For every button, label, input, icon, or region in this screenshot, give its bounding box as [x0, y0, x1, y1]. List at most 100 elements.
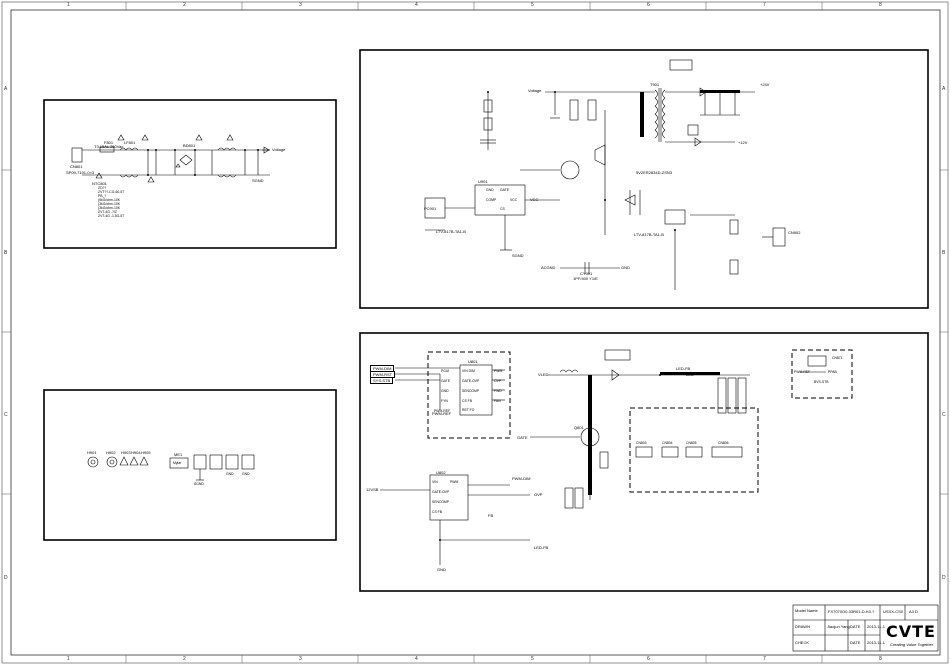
column-label: 6	[647, 656, 650, 662]
drawn-label: DRAWN	[795, 624, 810, 629]
connector-label: CN806	[718, 441, 729, 445]
column-label: 6	[647, 2, 650, 8]
ic-pin: PGUI	[441, 369, 450, 373]
ic-pin: GATE-OVP	[462, 379, 480, 383]
connector-pin: BVS-STB	[814, 380, 829, 384]
connector-label: CN871	[832, 356, 843, 360]
opto-label: PC901	[424, 206, 437, 211]
note-line: ZD??	[98, 186, 107, 190]
ic-pin: FYN	[441, 399, 448, 403]
note-line: (5kG/ohm-10K	[98, 198, 121, 202]
row-label: B	[942, 250, 946, 256]
gnd-net: GND	[437, 567, 446, 572]
column-label: 2	[183, 2, 186, 8]
ic-pin: GATE	[441, 379, 450, 383]
note-line: ZVT-4G -1.5G-5T	[98, 214, 125, 218]
ic-pin: VIN	[432, 480, 438, 484]
acgnd-net: ACGND	[541, 265, 556, 270]
voltage-net: Voltage	[272, 147, 286, 152]
ic-pin: PWM-REF	[434, 409, 451, 413]
ycap-value: 1PF/400 Y1/E	[573, 276, 598, 281]
gnd-net: GND	[226, 472, 234, 476]
note-line: ZVT-4G -?/Z	[98, 210, 117, 214]
row-label: D	[4, 575, 8, 581]
check-label: CHECK	[795, 640, 810, 645]
pwm-ref-net: PWM-REF	[432, 411, 452, 416]
model-name-label: Model Name	[795, 608, 818, 613]
mosfet-label: Q801	[574, 425, 584, 430]
column-label: 5	[531, 656, 534, 662]
connector-label: CN902	[788, 230, 801, 235]
fuse-label: F801	[104, 140, 114, 145]
out-24v-net: +24V	[760, 82, 770, 87]
ic-pin: FWD	[494, 389, 502, 393]
led-fb-net: LED-FB	[534, 545, 549, 550]
ic-label: U901	[478, 179, 488, 184]
sgnd-net: SGND	[512, 253, 524, 258]
ic-pin: GND	[441, 389, 449, 393]
hole-label: H901	[87, 450, 97, 455]
fuse-rating: T3.15AL 250Vac	[94, 144, 124, 149]
gnd-net: GND	[621, 265, 630, 270]
ic-pin: PWM	[450, 480, 459, 484]
row-label: B	[4, 250, 8, 256]
hole-label: H904	[131, 450, 141, 455]
connector-label: CN801	[70, 164, 83, 169]
ic-pin: CS	[500, 207, 505, 211]
model-code: USXX-CS0	[883, 609, 904, 614]
ic-pin: GATE	[500, 188, 509, 192]
model-name-value: FX7070O0-33R01-D-K0.?	[828, 609, 875, 614]
ic-pin: SENCOMP	[462, 389, 480, 393]
led-fb-net: LED-FB	[676, 366, 691, 371]
mark-sub: Mylar	[173, 461, 182, 465]
row-label: C	[4, 412, 8, 418]
opto-part: LTV-817B-TA1-B	[436, 229, 466, 234]
date-label: DATE	[850, 640, 861, 645]
ic-pin: SENCOMP	[432, 500, 450, 504]
note-line: PB_?	[98, 194, 107, 198]
voltage-net: Voltage	[528, 88, 542, 93]
column-label: 4	[415, 656, 418, 662]
ntc-label: NTC801	[92, 181, 107, 186]
connector-label: CN805	[686, 441, 697, 445]
ic-pin: OVP	[494, 379, 502, 383]
vcc-net: 12VSB	[366, 487, 379, 492]
column-label: 4	[415, 2, 418, 8]
row-label: A	[4, 86, 8, 92]
pwm-dim-net: PWM-DIM	[512, 476, 531, 481]
port-sys-stb: SYS-STB	[370, 377, 394, 384]
column-label: 7	[763, 2, 766, 8]
hole-label: H903	[121, 450, 131, 455]
note-line: ZVT??-CG-60-5T	[98, 190, 125, 194]
note-line: (3kG/ohm-10K	[98, 202, 121, 206]
fb-net: FB	[488, 513, 494, 518]
column-label: 3	[299, 2, 302, 8]
ic-pin: COMP	[486, 198, 497, 202]
page-size: A3 D	[909, 609, 918, 614]
row-label: C	[942, 412, 946, 418]
column-label: 1	[67, 2, 70, 8]
ic-pin: GND	[486, 188, 494, 192]
lf-label: LF801	[124, 140, 136, 145]
hole-label: H902	[106, 450, 116, 455]
opto2-part: LTV-817B-TA1-B	[634, 232, 664, 237]
vled-net: VLED	[538, 372, 549, 377]
gate-net: GATE	[517, 435, 528, 440]
ic-pin: CS FB	[432, 510, 442, 514]
transformer-label: T901	[650, 82, 660, 87]
row-label: A	[942, 86, 946, 92]
column-label: 8	[879, 656, 882, 662]
drawn-by: Jiaojun Yang	[827, 624, 850, 629]
connector-part: SP09-7101-0×3	[66, 170, 95, 175]
ycap-label: CY901	[580, 271, 593, 276]
connector-label: CN804	[662, 441, 673, 445]
led-plus-net: LED+	[686, 372, 697, 377]
ic-pin: FAN	[494, 399, 501, 403]
connector-pin: PWM-REF	[794, 370, 811, 374]
column-label: 5	[531, 2, 534, 8]
ic-label: U801	[468, 359, 478, 364]
hole-label: H905	[141, 450, 151, 455]
gnd-net: GND	[242, 472, 250, 476]
vcc-net: VCC	[530, 197, 539, 202]
